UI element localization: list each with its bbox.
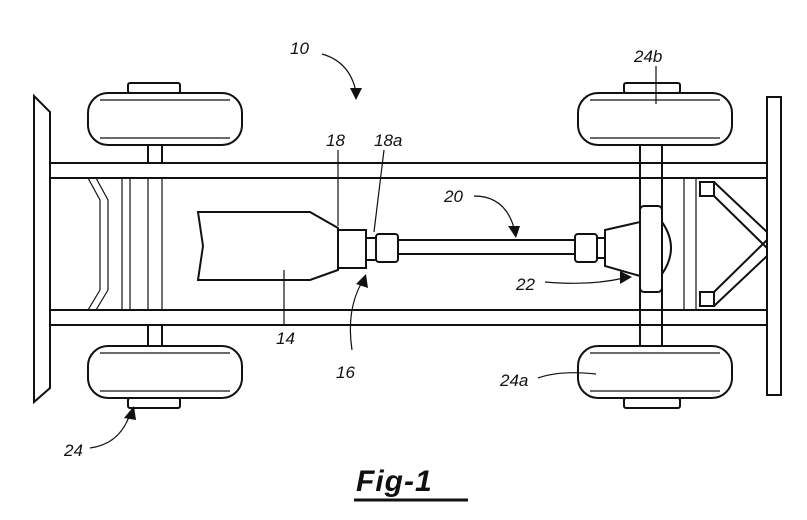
rear-bracing bbox=[699, 181, 768, 307]
label-driveshaft: 20 bbox=[443, 187, 463, 206]
wheel-rear-left bbox=[577, 345, 733, 409]
label-wheel-rear-left: 24a bbox=[499, 371, 528, 390]
figure-caption: Fig-1 bbox=[354, 465, 468, 502]
label-wheel-rear-right: 24b bbox=[633, 47, 662, 66]
label-axle: 22 bbox=[515, 275, 535, 294]
label-wheel-front-left: 24 bbox=[63, 441, 83, 460]
label-engine: 14 bbox=[276, 329, 295, 348]
leader-lines bbox=[89, 53, 657, 449]
wheel-front-right bbox=[87, 82, 243, 146]
wheel-rear-right bbox=[577, 82, 733, 146]
transmission bbox=[337, 229, 377, 269]
driveshaft bbox=[398, 233, 606, 263]
front-bumper bbox=[33, 93, 51, 405]
differential bbox=[604, 205, 672, 293]
label-driveline: 16 bbox=[336, 363, 355, 382]
label-transmission: 18 bbox=[326, 131, 345, 150]
rear-bumper bbox=[766, 96, 782, 396]
wheel-front-left bbox=[87, 345, 243, 409]
label-vehicle: 10 bbox=[290, 39, 309, 58]
figure-caption-text: Fig-1 bbox=[356, 465, 433, 498]
frame-rails bbox=[50, 162, 767, 326]
front-cross-members bbox=[87, 177, 163, 311]
label-transmission-output: 18a bbox=[374, 131, 402, 150]
front-axle bbox=[147, 140, 163, 350]
transmission-output-coupling bbox=[375, 233, 399, 263]
engine bbox=[196, 211, 339, 281]
